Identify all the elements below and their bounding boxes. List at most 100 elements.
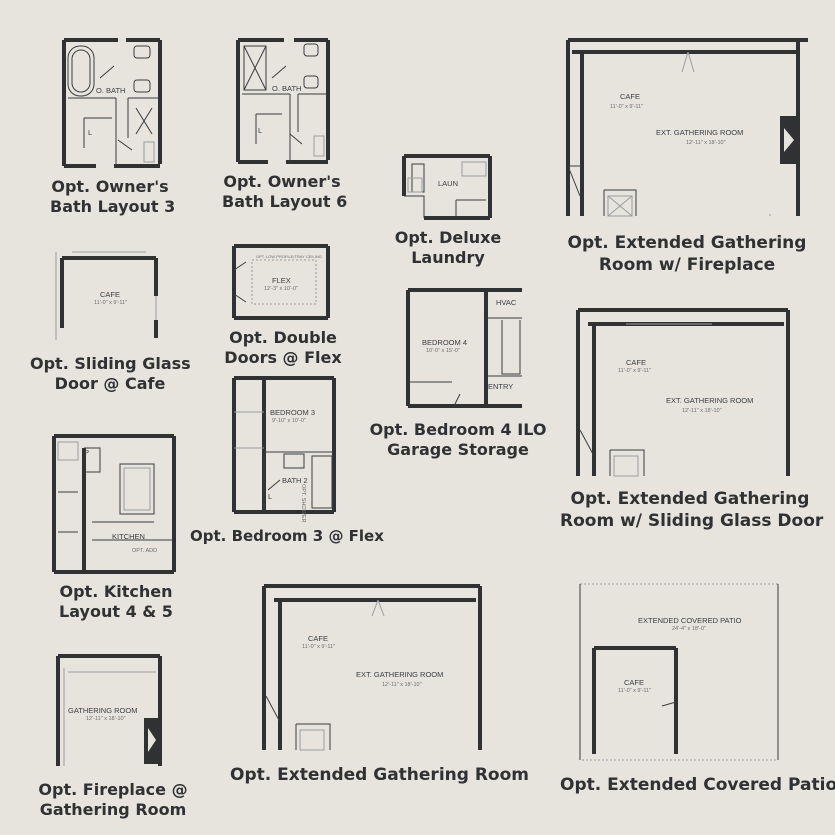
room-dim-cafe: 11'-0" x 9'-11"	[302, 644, 336, 650]
caption-line: Opt. Extended Gathering	[567, 233, 807, 253]
room-label-bath2: BATH 2	[282, 476, 308, 485]
caption-line: Opt. Bedroom 4 ILO	[369, 420, 547, 439]
caption-line: Opt. Owner's	[223, 172, 341, 191]
room-dim-ext-gathering: 12'-11" x 18'-10"	[686, 140, 726, 146]
room-label-ext-gathering: EXT. GATHERING ROOM	[356, 670, 444, 679]
plan-deluxe-laundry: LAUN	[398, 152, 498, 224]
room-dim-ext-gathering: 12'-11" x 18'-10"	[682, 408, 722, 414]
room-note-flex: OPT. LOW PROFILE/TRAY CEILING	[256, 254, 322, 259]
caption-line: Doors @ Flex	[224, 348, 342, 367]
plan-deluxe-laundry-drawing	[402, 154, 492, 220]
room-label-ext-gathering: EXT. GATHERING ROOM	[656, 128, 744, 137]
plan-owner-bath-3-drawing	[62, 38, 162, 168]
room-label-pantry: P	[84, 448, 90, 457]
room-dim-gathering: 12'-11" x 18'-10"	[86, 716, 126, 722]
room-label-cafe: CAFE	[308, 634, 329, 643]
plan-owner-bath-6-drawing	[236, 38, 330, 164]
plan-double-doors-flex: OPT. LOW PROFILE/TRAY CEILING FLEX 12'-3…	[230, 240, 334, 324]
room-label-bedroom4: BEDROOM 4	[422, 338, 468, 347]
caption-line: Door @ Cafe	[54, 374, 166, 393]
caption-line: Bath Layout 6	[222, 192, 348, 211]
caption-double-doors-flex: Opt. Double Doors @ Flex	[218, 328, 348, 368]
caption-line: Opt. Extended Gathering Room	[230, 765, 529, 785]
plan-double-doors-flex-drawing	[232, 244, 330, 320]
plan-ext-gathering: CAFE 11'-0" x 9'-11" EXT. GATHERING ROOM…	[258, 582, 486, 754]
caption-line: Opt. Sliding Glass	[30, 354, 191, 373]
room-label-ext-patio: EXTENDED COVERED PATIO	[638, 616, 742, 625]
caption-line: Opt. Kitchen	[59, 582, 173, 601]
plan-ext-gathering-sliding: CAFE 11'-0" x 9'-11" EXT. GATHERING ROOM…	[572, 306, 798, 478]
plan-ext-gathering-drawing	[262, 584, 482, 751]
caption-line: Garage Storage	[387, 440, 529, 459]
room-dim-bedroom3: 9'-10" x 10'-0"	[272, 418, 306, 424]
plan-fireplace-gathering-drawing	[56, 654, 162, 766]
caption-deluxe-laundry: Opt. Deluxe Laundry	[378, 228, 518, 268]
plan-sliding-glass-cafe-drawing	[55, 251, 158, 340]
room-label-entry: ENTRY	[488, 382, 514, 391]
room-label-ext-gathering: EXT. GATHERING ROOM	[666, 396, 754, 405]
plan-ext-covered-patio-drawing	[579, 583, 779, 761]
plan-ext-gathering-fireplace: CAFE 11'-0" x 9'-11" EXT. GATHERING ROOM…	[560, 36, 822, 222]
room-label-l: L	[88, 128, 93, 137]
room-label-gathering: GATHERING ROOM	[68, 706, 138, 715]
caption-line: Layout 4 & 5	[59, 602, 173, 621]
room-label-o-bath: O. BATH	[96, 86, 126, 95]
room-note-opt-shower: OPT. SHOWER	[300, 484, 306, 523]
caption-ext-gathering: Opt. Extended Gathering Room	[230, 764, 529, 786]
caption-owner-bath-3: Opt. Owner's Bath Layout 3	[50, 177, 176, 217]
caption-line: Room w/ Fireplace	[598, 255, 776, 275]
room-dim-cafe: 11'-0" x 9'-11"	[618, 368, 652, 374]
room-label-l: L	[258, 126, 263, 135]
caption-line: Opt. Owner's	[51, 177, 169, 196]
caption-line: Opt. Extended Covered Patio	[560, 775, 835, 795]
room-dim-ext-patio: 24'-4" x 18'-0"	[672, 626, 706, 632]
plan-owner-bath-3: O. BATH L	[56, 38, 168, 172]
room-label-laun: LAUN	[438, 179, 459, 188]
plan-kitchen-layout: P KITCHEN OPT. ADD	[50, 432, 180, 576]
room-label-hvac: HVAC	[496, 298, 517, 307]
caption-line: Opt. Double	[229, 328, 337, 347]
plan-sliding-glass-cafe: CAFE 11'-0" x 9'-11"	[52, 248, 166, 344]
room-label-l: L	[268, 492, 273, 501]
caption-kitchen-layout: Opt. Kitchen Layout 4 & 5	[48, 582, 184, 622]
caption-ext-gathering-sliding: Opt. Extended Gathering Room w/ Sliding …	[560, 488, 824, 532]
caption-fireplace-gathering: Opt. Fireplace @ Gathering Room	[38, 780, 188, 820]
plan-bedroom4-garage-drawing	[406, 288, 522, 408]
caption-ext-covered-patio: Opt. Extended Covered Patio	[560, 774, 835, 796]
caption-line: Opt. Fireplace @	[38, 780, 188, 799]
plan-fireplace-gathering: GATHERING ROOM 12'-11" x 18'-10"	[52, 648, 168, 772]
room-dim-cafe: 11'-0" x 9'-11"	[94, 300, 128, 306]
plan-bedroom3-flex: BEDROOM 3 9'-10" x 10'-0" BATH 2 OPT. SH…	[228, 372, 344, 523]
room-label-o-bath: O. BATH	[272, 84, 302, 93]
plan-bedroom4-garage: BEDROOM 4 10'-0" x 15'-0" HVAC ENTRY	[402, 284, 526, 412]
caption-line: Opt. Extended Gathering	[570, 489, 810, 509]
room-dim-flex: 12'-3" x 10'-0"	[264, 286, 298, 292]
room-dim-ext-gathering: 12'-11" x 18'-10"	[382, 682, 422, 688]
room-label-cafe: CAFE	[626, 358, 647, 367]
room-dim-cafe: 11'-0" x 9'-11"	[610, 104, 644, 110]
plan-ext-gathering-fireplace-drawing	[566, 38, 808, 217]
room-label-bedroom3: BEDROOM 3	[270, 408, 316, 417]
caption-owner-bath-6: Opt. Owner's Bath Layout 6	[222, 172, 348, 212]
caption-line: Opt. Bedroom 3 @ Flex	[190, 527, 384, 545]
caption-line: Gathering Room	[39, 800, 187, 819]
room-label-cafe: CAFE	[620, 92, 641, 101]
room-label-cafe: CAFE	[100, 290, 121, 299]
plan-ext-gathering-sliding-drawing	[576, 308, 790, 477]
caption-line: Room w/ Sliding Glass Door	[560, 511, 824, 531]
room-label-kitchen: KITCHEN	[112, 532, 145, 541]
plan-bedroom3-flex-drawing	[232, 376, 336, 514]
plan-owner-bath-6: O. BATH L	[232, 36, 336, 168]
caption-bedroom3-flex: Opt. Bedroom 3 @ Flex	[190, 526, 384, 546]
caption-bedroom4-garage: Opt. Bedroom 4 ILO Garage Storage	[368, 420, 548, 460]
caption-ext-gathering-fireplace: Opt. Extended Gathering Room w/ Fireplac…	[552, 232, 822, 276]
caption-line: Opt. Deluxe	[394, 228, 502, 247]
plan-ext-covered-patio: EXTENDED COVERED PATIO 24'-4" x 18'-0" C…	[572, 578, 786, 766]
caption-line: Bath Layout 3	[50, 197, 176, 216]
plan-kitchen-layout-drawing	[52, 434, 176, 574]
caption-sliding-glass-cafe: Opt. Sliding Glass Door @ Cafe	[30, 354, 191, 394]
room-note-opt-add: OPT. ADD	[132, 548, 158, 554]
room-label-flex: FLEX	[272, 276, 291, 285]
room-dim-bedroom4: 10'-0" x 15'-0"	[426, 348, 460, 354]
room-label-cafe: CAFE	[624, 678, 645, 687]
